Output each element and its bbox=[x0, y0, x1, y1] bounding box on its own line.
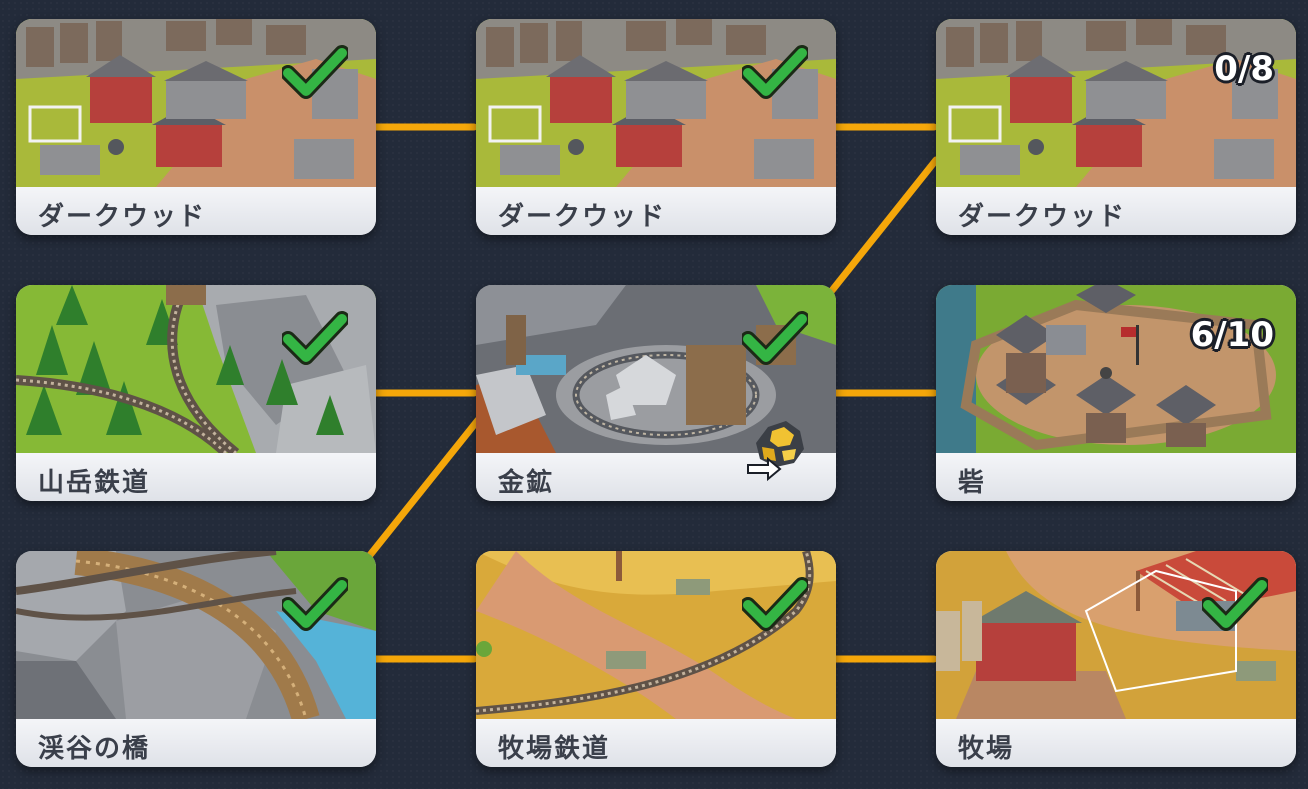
check-icon bbox=[282, 45, 348, 99]
darkwood-town-image bbox=[936, 19, 1296, 187]
check-icon bbox=[742, 311, 808, 365]
check-icon bbox=[742, 577, 808, 631]
fort-image bbox=[936, 285, 1296, 453]
level-name: 牧場 bbox=[958, 734, 1015, 764]
level-card-darkwood-3[interactable]: ダークウッド 0/8 bbox=[936, 19, 1296, 235]
check-icon bbox=[742, 45, 808, 99]
level-card-darkwood-1[interactable]: ダークウッド bbox=[16, 19, 376, 235]
connector-bridge-goldmine bbox=[358, 416, 482, 569]
level-name: ダークウッド bbox=[958, 202, 1127, 232]
level-name: 山岳鉄道 bbox=[38, 468, 151, 498]
level-card-fort[interactable]: 砦 6/10 bbox=[936, 285, 1296, 501]
gold-ore-travel-icon[interactable] bbox=[746, 421, 808, 483]
level-card-mountain-railway[interactable]: 山岳鉄道 bbox=[16, 285, 376, 501]
level-name: 渓谷の橋 bbox=[38, 734, 151, 764]
connector-goldmine-darkwood3 bbox=[822, 156, 940, 302]
gold-mine-image bbox=[476, 285, 836, 453]
mountain-railway-image bbox=[16, 285, 376, 453]
level-card-darkwood-2[interactable]: ダークウッド bbox=[476, 19, 836, 235]
check-icon bbox=[1202, 577, 1268, 631]
level-name: 金鉱 bbox=[498, 468, 555, 498]
level-card-ranch-railway[interactable]: 牧場鉄道 bbox=[476, 551, 836, 767]
ranch-image bbox=[936, 551, 1296, 719]
level-name: ダークウッド bbox=[38, 202, 207, 232]
progress-counter: 6/10 bbox=[1190, 315, 1274, 355]
darkwood-town-image bbox=[16, 19, 376, 187]
gorge-bridge-image bbox=[16, 551, 376, 719]
check-icon bbox=[282, 577, 348, 631]
level-card-gold-mine[interactable]: 金鉱 bbox=[476, 285, 836, 501]
check-icon bbox=[282, 311, 348, 365]
level-name: ダークウッド bbox=[498, 202, 667, 232]
level-card-gorge-bridge[interactable]: 渓谷の橋 bbox=[16, 551, 376, 767]
ranch-railway-image bbox=[476, 551, 836, 719]
level-name: 牧場鉄道 bbox=[498, 734, 611, 764]
progress-counter: 0/8 bbox=[1214, 49, 1274, 89]
level-card-ranch[interactable]: 牧場 bbox=[936, 551, 1296, 767]
darkwood-town-image bbox=[476, 19, 836, 187]
level-name: 砦 bbox=[958, 468, 987, 498]
